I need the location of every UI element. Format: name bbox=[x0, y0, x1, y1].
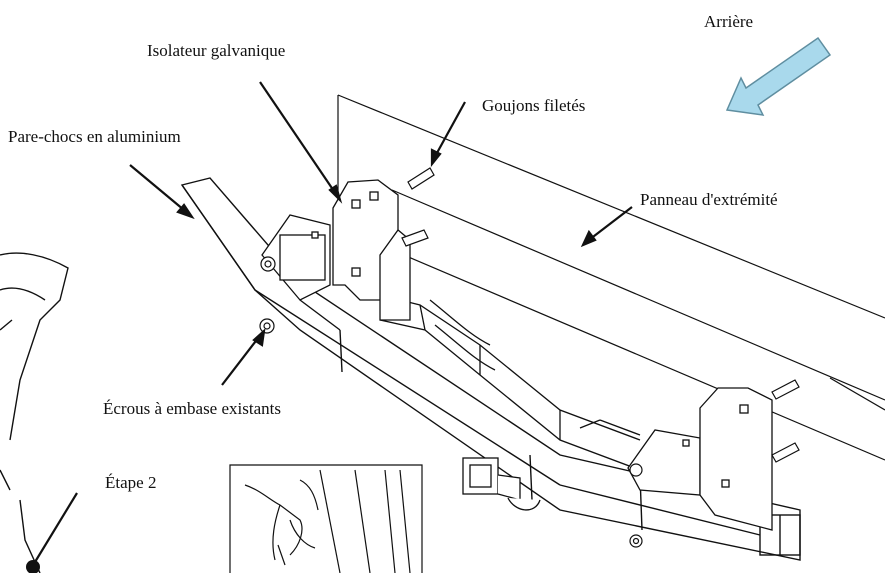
galvanic-isolator-label: Isolateur galvanique bbox=[147, 41, 285, 60]
end-panel-label: Panneau d'extrémité bbox=[640, 190, 778, 209]
end-panel bbox=[337, 94, 885, 461]
end-panel-arrowhead bbox=[580, 229, 597, 248]
aluminum-bumper bbox=[180, 177, 801, 561]
aluminum-bumper-label: Pare-chocs en aluminium bbox=[8, 127, 181, 146]
flange-nut-hole bbox=[264, 260, 272, 268]
studs-arrowhead bbox=[430, 148, 442, 168]
right-bracket bbox=[627, 387, 773, 531]
left-bracket bbox=[261, 179, 411, 321]
step-2-point-marker bbox=[26, 560, 40, 573]
receiver bbox=[462, 457, 541, 511]
bumper-leader bbox=[129, 164, 191, 216]
threaded-studs-label: Goujons filetés bbox=[482, 96, 585, 115]
arrow-down-left-icon bbox=[725, 36, 832, 116]
rear-label: Arrière bbox=[704, 12, 753, 31]
nuts-arrowhead bbox=[252, 328, 266, 347]
threaded-studs-right bbox=[771, 379, 800, 463]
flange-nut-hole bbox=[632, 537, 640, 545]
flange-nut bbox=[629, 463, 643, 477]
leader-lines bbox=[34, 81, 633, 563]
step-2-label: Étape 2 bbox=[105, 473, 156, 492]
existing-flange-nuts-label: Écrous à embase existants bbox=[103, 399, 281, 418]
flange-nut-hole bbox=[263, 322, 271, 330]
step-2-leader bbox=[34, 492, 78, 563]
bumper-arrowhead bbox=[176, 203, 195, 220]
flange-nuts bbox=[259, 256, 643, 548]
isolator-leader bbox=[259, 81, 341, 201]
inset-hands-illustration bbox=[229, 464, 423, 573]
threaded-studs-left bbox=[401, 167, 435, 247]
isolator-arrowhead bbox=[328, 184, 343, 204]
